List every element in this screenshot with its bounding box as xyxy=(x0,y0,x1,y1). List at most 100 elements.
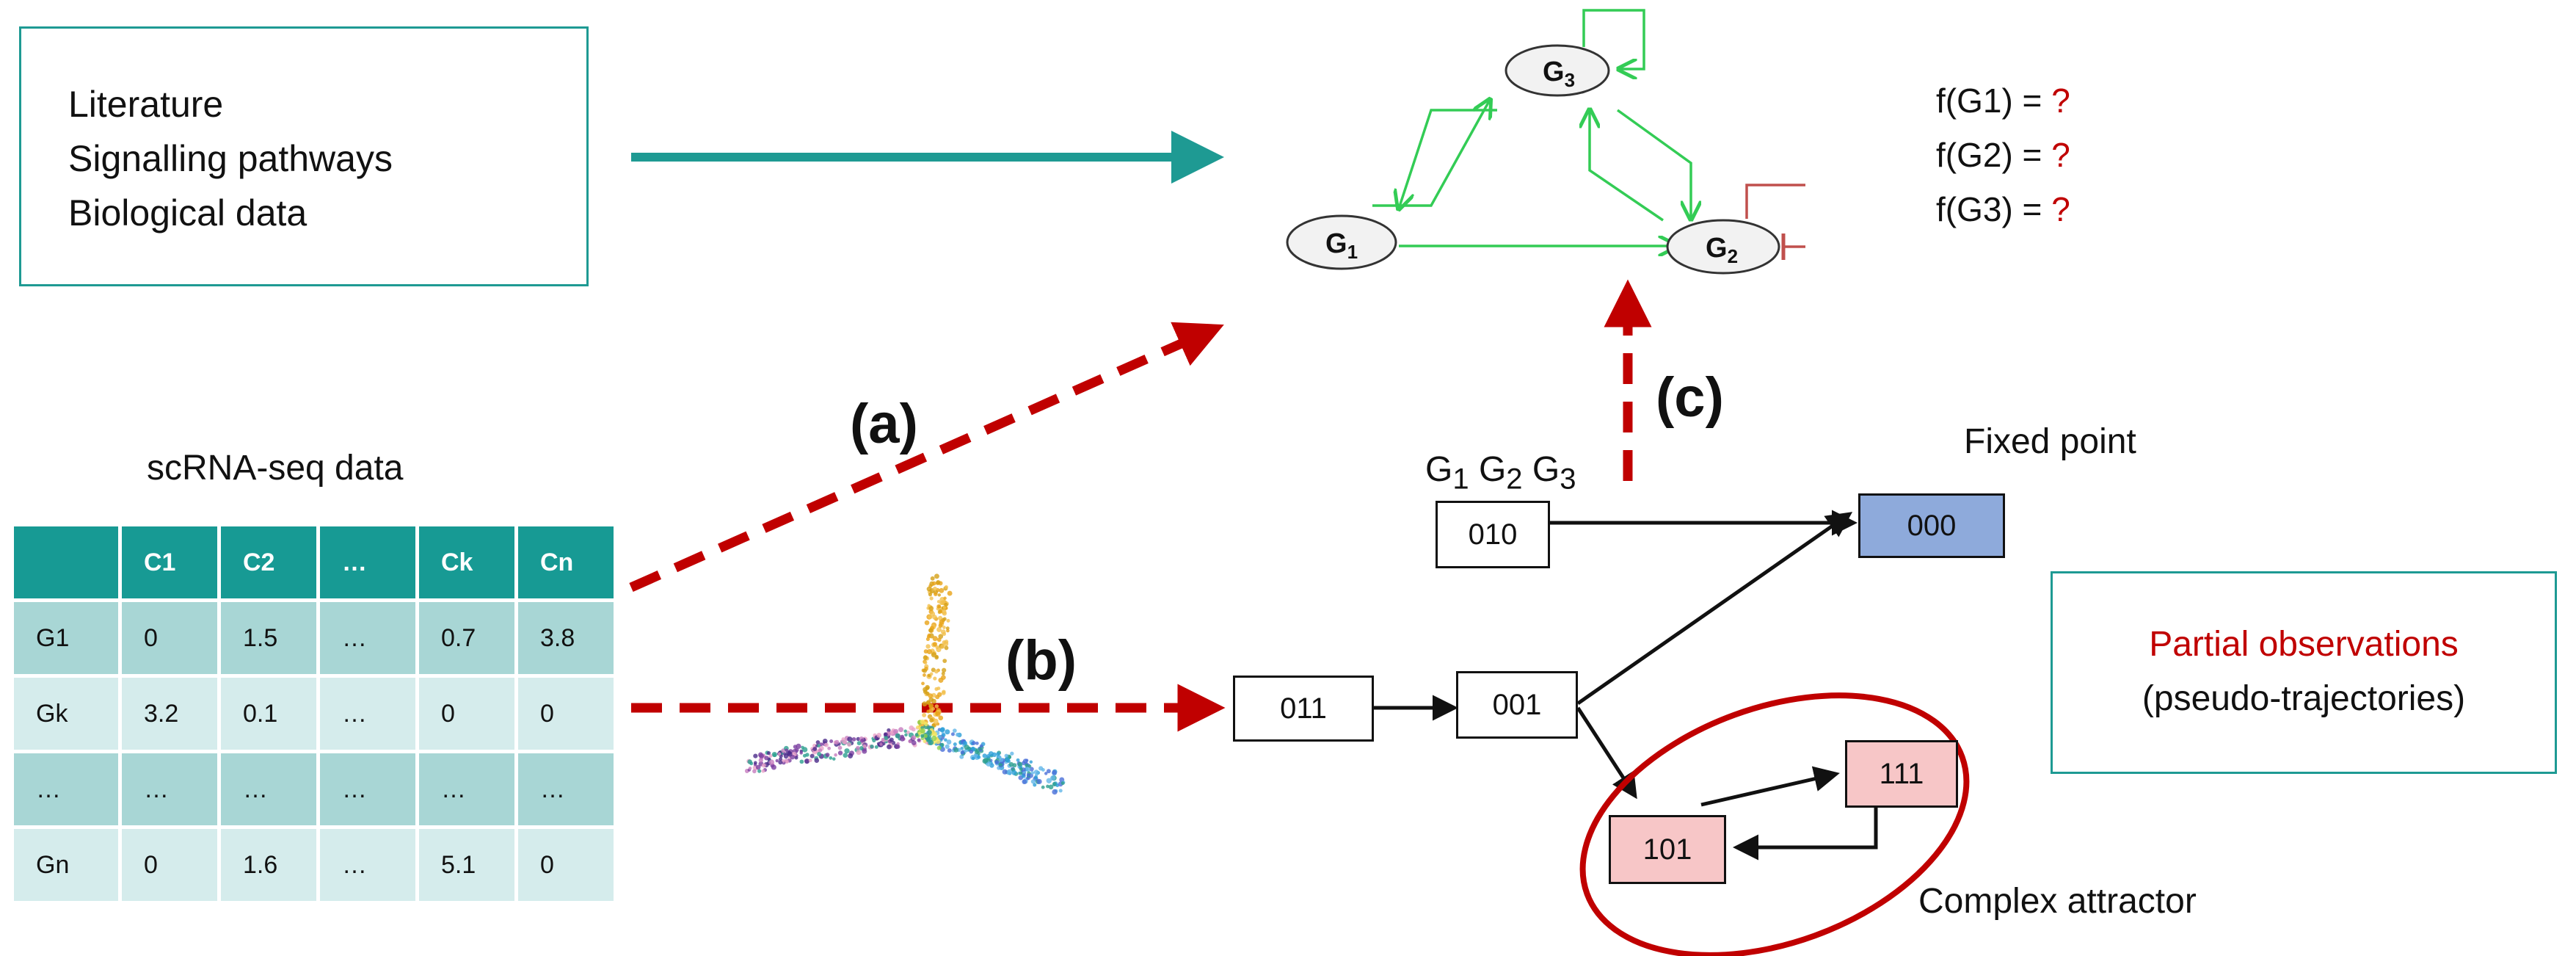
trajectory-point xyxy=(859,739,865,743)
trajectory-point xyxy=(778,760,783,765)
attractor-ellipse xyxy=(1579,692,1970,956)
trajectory-point xyxy=(1050,775,1056,781)
trajectory-point xyxy=(1022,779,1027,785)
state-011: 011 xyxy=(1233,676,1374,742)
trajectory-point xyxy=(923,739,927,744)
trajectory-point xyxy=(939,609,943,614)
label-a: (a) xyxy=(850,393,918,455)
scrna-table: C1 C2 … Ck Cn G1 0 1.5 … 0.7 3.8 Gk 3.2 … xyxy=(10,523,617,905)
trajectory-plot xyxy=(744,573,1066,795)
table-cell: Gn xyxy=(14,829,118,901)
function-line: f(G3) = ? xyxy=(1936,190,2070,228)
trajectory-point xyxy=(979,744,983,748)
table-cell: 0.1 xyxy=(221,678,316,750)
trajectory-point xyxy=(942,626,946,629)
trajectory-point xyxy=(801,745,804,750)
trajectory-point xyxy=(953,742,957,747)
svg-text:G1: G1 xyxy=(1325,228,1358,263)
trajectory-point xyxy=(938,634,944,640)
trajectory-point xyxy=(944,738,947,742)
trajectory-point xyxy=(929,596,934,601)
edge-111-101 xyxy=(1733,806,1878,861)
trajectory-point xyxy=(749,761,754,766)
trajectory-point xyxy=(1030,771,1035,775)
trajectory-point xyxy=(837,750,843,756)
trajectory-point xyxy=(1019,771,1023,775)
trajectory-point xyxy=(917,738,921,742)
trajectory-point xyxy=(804,758,810,764)
trajectory-point xyxy=(941,690,946,695)
trajectory-point xyxy=(929,717,934,723)
trajectory-point xyxy=(758,758,763,763)
state-010: 010 xyxy=(1436,501,1550,568)
trajectory-point xyxy=(999,757,1004,762)
table-cell: 0 xyxy=(419,678,514,750)
trajectory-point xyxy=(959,754,964,759)
trajectory-point xyxy=(934,592,938,596)
table-cell: 1.6 xyxy=(221,829,316,901)
trajectory-point xyxy=(1025,767,1030,772)
state-001: 001 xyxy=(1456,671,1578,739)
trajectory-point xyxy=(940,644,945,649)
trajectory-point xyxy=(768,753,773,758)
label-b: (b) xyxy=(1005,629,1077,692)
trajectory-point xyxy=(847,742,852,747)
partial-line-1: Partial observations xyxy=(2149,625,2459,664)
trajectory-point xyxy=(941,675,946,681)
trajectory-point xyxy=(920,719,925,725)
trajectory-point xyxy=(953,747,959,753)
trajectory-point xyxy=(926,736,931,741)
trajectory-point xyxy=(1021,774,1025,778)
table-cell: 3.8 xyxy=(518,602,614,674)
trajectory-point xyxy=(829,739,834,743)
literature-line: Signalling pathways xyxy=(68,138,393,179)
trajectory-point xyxy=(856,741,862,746)
state-101: 101 xyxy=(1609,815,1726,884)
trajectory-point xyxy=(923,734,928,739)
trajectory-point xyxy=(848,753,854,758)
table-cell: … xyxy=(320,829,415,901)
table-cell: 0 xyxy=(122,602,217,674)
trajectory-point xyxy=(924,620,930,626)
table-cell: … xyxy=(518,753,614,825)
trajectory-point xyxy=(994,760,1000,765)
table-cell: … xyxy=(320,678,415,750)
edge-g3-g2 xyxy=(1616,109,1691,219)
trajectory-point xyxy=(1033,783,1037,787)
table-cell: … xyxy=(221,753,316,825)
trajectory-point xyxy=(936,647,942,653)
trajectory-point xyxy=(963,740,967,745)
trajectory-point xyxy=(930,576,935,581)
complex-attractor-label: Complex attractor xyxy=(1918,882,2197,921)
trajectory-point xyxy=(928,739,934,745)
literature-box: Literature Signalling pathways Biologica… xyxy=(19,26,589,286)
trajectory-point xyxy=(895,733,900,739)
trajectory-point xyxy=(1052,789,1058,795)
trajectory-point xyxy=(927,604,931,608)
trajectory-point xyxy=(794,756,798,760)
trajectory-point xyxy=(799,759,804,764)
trajectory-point xyxy=(941,671,945,676)
trajectory-point xyxy=(931,735,937,742)
table-row: Gn 0 1.6 … 5.1 0 xyxy=(14,829,614,901)
trajectory-point xyxy=(926,649,932,655)
table-cell: 0 xyxy=(518,829,614,901)
trajectory-point xyxy=(1052,781,1057,786)
trajectory-point xyxy=(856,750,862,756)
trajectory-point xyxy=(822,738,828,744)
trajectory-point xyxy=(922,701,928,707)
trajectory-point xyxy=(1041,785,1045,789)
trajectory-point xyxy=(922,668,928,673)
trajectory-point xyxy=(938,623,943,629)
trajectory-point xyxy=(936,745,942,750)
trajectory-point xyxy=(932,636,938,642)
trajectory-point xyxy=(1007,769,1012,775)
trajectory-point xyxy=(1016,758,1020,762)
trajectory-point xyxy=(940,727,945,732)
node-g3: G3 xyxy=(1505,44,1610,97)
function-list: f(G1) = ? f(G2) = ? f(G3) = ? xyxy=(1936,73,2070,236)
table-cell: 0 xyxy=(518,678,614,750)
trajectory-point xyxy=(787,751,793,757)
trajectory-point xyxy=(969,750,974,754)
